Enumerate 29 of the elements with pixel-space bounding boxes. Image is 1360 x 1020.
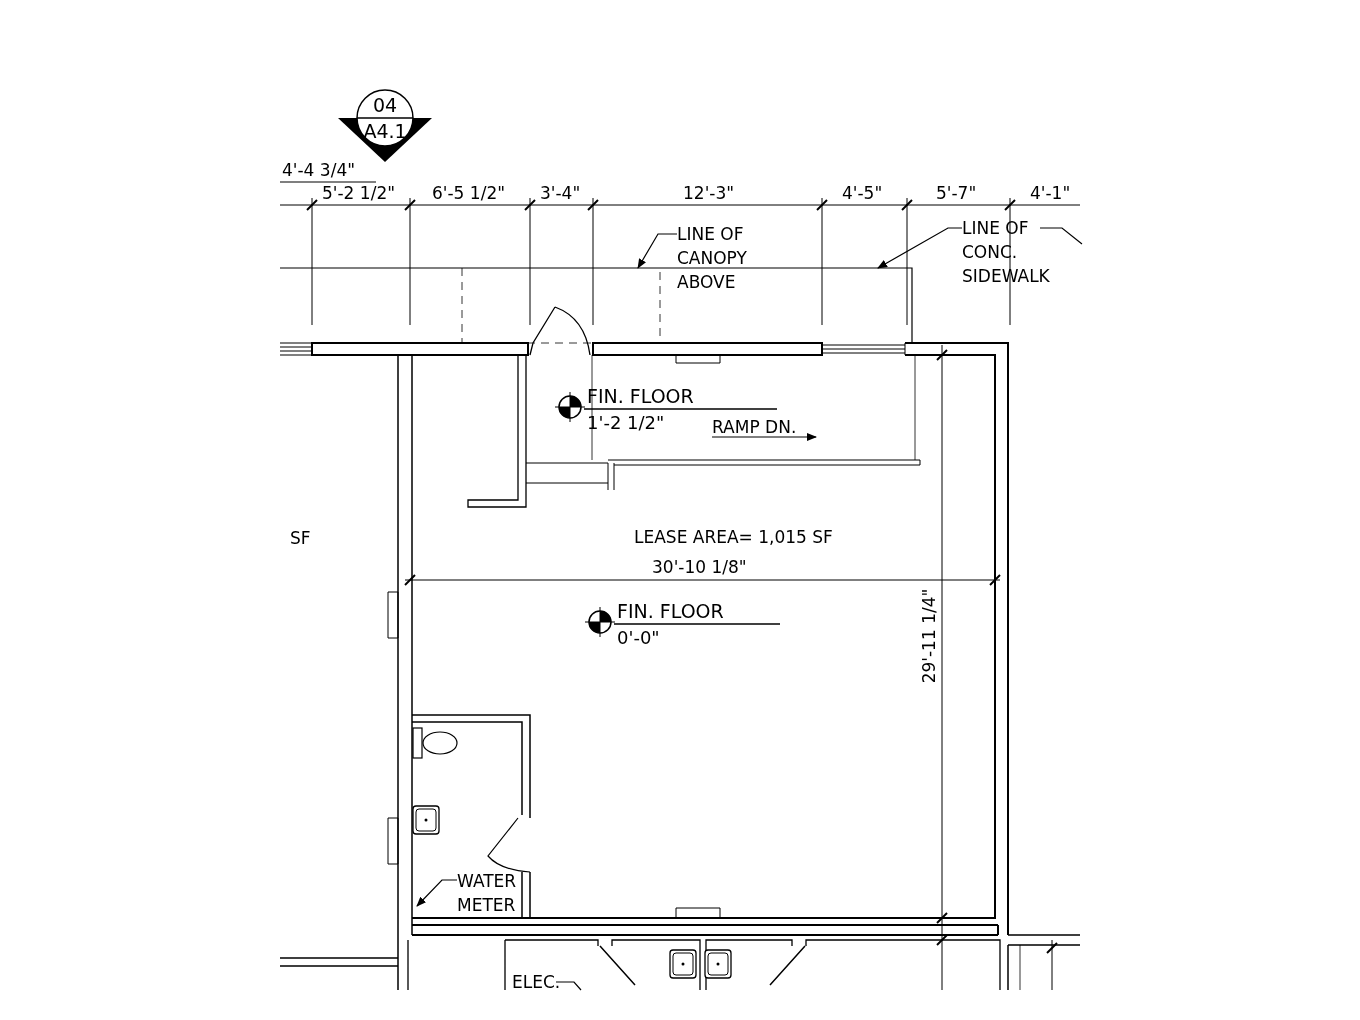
dimension-text: 4'-4 3/4" xyxy=(282,160,356,180)
dimension-text: 6'-5 1/2" xyxy=(432,183,506,203)
callout-text: LINE OF CONC. SIDEWALK xyxy=(962,216,1058,288)
dimension-text: 4'-5" xyxy=(842,183,883,203)
dimension-text: 30'-10 1/8" xyxy=(652,557,747,577)
callout-text: LINE OF CANOPY ABOVE xyxy=(677,222,753,294)
dimension-text: 5'-2 1/2" xyxy=(322,183,396,203)
ramp-text: RAMP DN. xyxy=(712,417,797,437)
floor-level-text: 1'-2 1/2" xyxy=(587,413,665,433)
leader-line xyxy=(555,981,582,991)
section-number: 04 xyxy=(372,94,398,116)
floor-level-text: FIN. FLOOR xyxy=(587,386,694,406)
dimension-text: 29'-11 1/4" xyxy=(919,588,939,684)
dimension-text: 5'-7" xyxy=(936,183,977,203)
floor-level-text: FIN. FLOOR xyxy=(617,601,724,621)
floor-level-text: 0'-0" xyxy=(617,628,660,648)
section-marker xyxy=(338,88,432,164)
leader-line xyxy=(1039,227,1083,245)
leader-line xyxy=(637,233,678,269)
dimension-text: 12'-3" xyxy=(683,183,735,203)
area-text: LEASE AREA= 1,015 SF xyxy=(634,527,833,547)
leader-line xyxy=(877,227,963,269)
dimension-text: 3'-4" xyxy=(540,183,581,203)
dimension-text: 4'-1" xyxy=(1030,183,1071,203)
area-text: SF xyxy=(290,528,311,548)
sheet-number: A4.1 xyxy=(363,120,407,142)
leader-line xyxy=(416,879,458,907)
callout-text: ELEC. xyxy=(512,970,572,994)
callout-text: WATER METER xyxy=(457,869,527,917)
